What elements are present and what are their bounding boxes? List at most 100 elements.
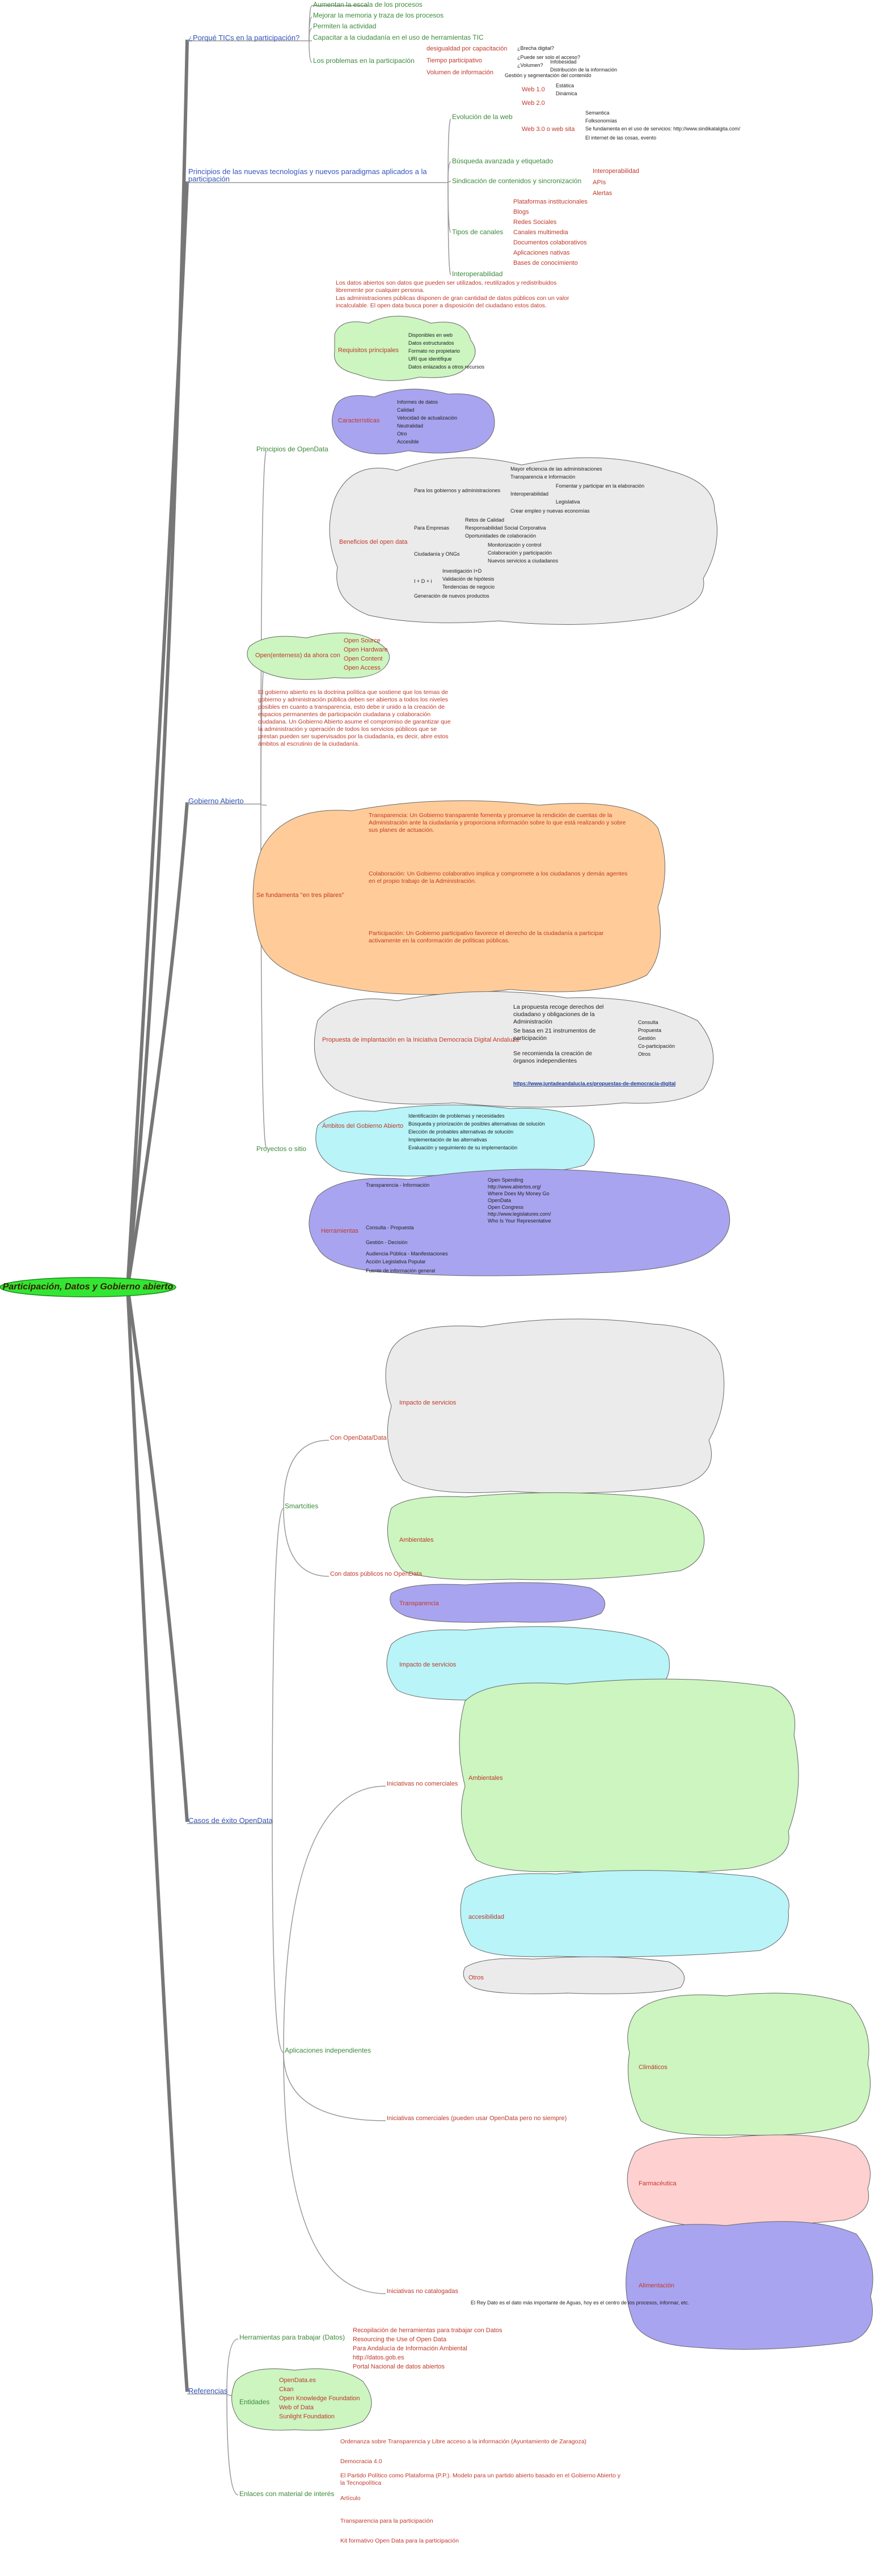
channel-item[interactable]: Aplicaciones nativas	[513, 249, 570, 256]
channel-item[interactable]: Bases de conocimiento	[513, 260, 578, 267]
web-version[interactable]: Web 2.0	[522, 100, 545, 107]
tool-link[interactable]: Open Congress	[488, 1204, 524, 1210]
why-tics-item[interactable]: Capacitar a la ciudadanía en el uso de h…	[313, 33, 484, 41]
problem-item[interactable]: desigualdad por capacitación	[426, 45, 508, 52]
channel-item[interactable]: Canales multimedia	[513, 229, 568, 236]
refs-docs-label[interactable]: Enlaces con material de interés	[239, 2490, 335, 2498]
cloud-label-ambientales[interactable]: Ambientales	[399, 1537, 434, 1543]
refs-doc-item[interactable]: Democracia 4.0	[340, 2458, 382, 2465]
cloud-label-impacto-2[interactable]: Impacto de servicios	[399, 1661, 457, 1668]
cloud-label-otros[interactable]: Otros	[468, 1974, 484, 1981]
cloud-label-accesibilidad[interactable]: accesibilidad	[468, 1914, 504, 1921]
branch-open-gov[interactable]: Gobierno Abierto	[188, 797, 244, 805]
refs-entity-item[interactable]: Sunlight Foundation	[279, 2413, 335, 2420]
principle-item[interactable]: Búsqueda avanzada y etiquetado	[452, 157, 554, 165]
cloud-label-climaticos[interactable]: Climáticos	[639, 2064, 668, 2071]
why-tics-item[interactable]: Los problemas en la participación	[313, 57, 415, 65]
api-item[interactable]: Interoperabilidad	[593, 168, 639, 175]
branch-refs[interactable]: Referencias	[188, 2387, 228, 2395]
smartcities-label[interactable]: Smartcities	[285, 1502, 319, 1510]
refs-doc-item[interactable]: El Partido Político como Plataforma (P.P…	[340, 2472, 620, 2486]
tool-link[interactable]: Where Does My Money Go	[488, 1191, 550, 1196]
cloud-label-ambitos[interactable]: Ámbitos del Gobierno Abierto	[322, 1123, 404, 1130]
tool-link[interactable]: OpenData	[488, 1198, 512, 1203]
cloud-label-alimentacion[interactable]: Alimentación	[639, 2282, 674, 2289]
cloud-label-farmaceutica[interactable]: Farmacéutica	[639, 2180, 677, 2187]
channel-item[interactable]: Documentos colaborativos	[513, 239, 587, 246]
channel-item[interactable]: Blogs	[513, 209, 529, 215]
branch-cases[interactable]: Casos de éxito OpenData	[188, 1816, 273, 1825]
apps-label[interactable]: Aplicaciones independientes	[285, 2046, 371, 2054]
examples-label[interactable]: Proyectos o sitio	[256, 1145, 307, 1153]
web-version[interactable]: Web 3.0 o web sita	[522, 126, 575, 133]
channel-item[interactable]: Redes Sociales	[513, 219, 557, 226]
tool-link[interactable]: Who Is Your Representative	[488, 1218, 551, 1224]
branch-why-tics[interactable]: ¿Porqué TICs en la participación?	[188, 33, 300, 42]
problem-item[interactable]: Volumen de información	[426, 69, 494, 76]
refs-entity-item[interactable]: Open Knowledge Foundation	[279, 2395, 360, 2402]
beneficio-detail: Investigación I+D	[442, 568, 482, 574]
problem-detail: Infobesidad	[550, 59, 577, 65]
open-item[interactable]: Open Content	[344, 655, 383, 662]
refs-doc-item[interactable]: Kit formativo Open Data para la particip…	[340, 2537, 459, 2544]
principle-item[interactable]: Sindicación de contenidos y sincronizaci…	[452, 177, 582, 185]
api-item[interactable]: Alertas	[593, 190, 613, 197]
refs-doc-item[interactable]: Transparencia para la participación	[340, 2518, 433, 2524]
refs-entity-item[interactable]: OpenData.es	[279, 2377, 316, 2384]
principle-item[interactable]: Tipos de canales	[452, 228, 504, 236]
open-item[interactable]: Open Access	[344, 665, 381, 671]
why-tics-item[interactable]: Mejorar la memoria y traza de los proces…	[313, 11, 444, 19]
web-detail: El internet de las cosas, evento	[585, 135, 657, 141]
why-tics-item[interactable]: Permiten la actividad	[313, 22, 377, 30]
refs-entity-item[interactable]: Ckan	[279, 2386, 294, 2393]
open-item[interactable]: Open Source	[344, 637, 381, 644]
beneficio-detail: Monitorización y control	[488, 542, 542, 548]
principios-opendata[interactable]: Principios de OpenData	[256, 445, 328, 453]
problem-item[interactable]: Tiempo participativo	[426, 57, 483, 64]
api-item[interactable]: APIs	[593, 179, 606, 186]
principle-item[interactable]: Interoperabilidad	[452, 270, 503, 278]
refs-tool-item[interactable]: Para Andalucía de Información Ambiental	[353, 2345, 467, 2352]
refs-tool-item[interactable]: Recopilación de herramientas para trabaj…	[353, 2327, 502, 2334]
why-tics-item[interactable]: Aumentan la escala de los procesos	[313, 1, 423, 9]
apps-sub-label[interactable]: Iniciativas no comerciales	[387, 1780, 458, 1787]
opendata-cases-label[interactable]: Con OpenData/Data	[330, 1435, 387, 1441]
open-item[interactable]: Open Hardware	[344, 646, 388, 653]
tool-link[interactable]: Open Spending	[488, 1177, 523, 1183]
foundations-label[interactable]: Se fundamenta "en tres pilares"	[256, 892, 344, 899]
ambito-item: Implementación de las alternativas	[408, 1137, 487, 1143]
tool-link[interactable]: http://www.abiertos.org/	[488, 1184, 542, 1190]
refs-doc-item[interactable]: Artículo	[340, 2495, 361, 2502]
openness-label[interactable]: Open(enterness) da ahora con	[255, 652, 340, 659]
public-data-label[interactable]: Con datos públicos no OpenData	[330, 1571, 423, 1577]
cloud-label-beneficios[interactable]: Beneficios del open data	[339, 539, 408, 545]
refs-entities-label[interactable]: Entidades	[239, 2398, 270, 2406]
apps-sub-label[interactable]: Iniciativas comerciales (pueden usar Ope…	[387, 2115, 567, 2122]
refs-entity-item[interactable]: Web of Data	[279, 2404, 314, 2411]
channel-item[interactable]: Plataformas institucionales	[513, 198, 588, 205]
principle-evolution[interactable]: Evolución de la web	[452, 113, 513, 121]
caracteristica-item: Accesible	[397, 439, 419, 445]
web-version[interactable]: Web 1.0	[522, 86, 545, 93]
refs-tool-item[interactable]: Portal Nacional de datos abiertos	[353, 2363, 445, 2370]
tool-link[interactable]: http://www.legislatures.com/	[488, 1211, 551, 1217]
refs-tool-item[interactable]: Resourcing the Use of Open Data	[353, 2336, 447, 2343]
cloud-label-impacto[interactable]: Impacto de servicios	[399, 1399, 457, 1406]
cloud-beneficios	[329, 457, 717, 625]
project-link[interactable]: https://www.juntadeandalucia.es/propuest…	[513, 1081, 676, 1086]
refs-tool-item[interactable]: http://datos.gob.es	[353, 2354, 404, 2361]
tool-item: Gestión - Decisión	[366, 1240, 408, 1245]
refs-tools-label[interactable]: Herramientas para trabajar (Datos)	[239, 2333, 345, 2341]
cloud-label-herramientas[interactable]: Herramientas	[321, 1228, 359, 1234]
root-node[interactable]: Participación, Datos y Gobierno abierto	[2, 1282, 174, 1292]
cloud-label-caracteristicas[interactable]: Características	[338, 417, 380, 424]
cloud-label-transparencia[interactable]: Transparencia	[399, 1600, 439, 1607]
beneficio-group: Para los gobiernos y administraciones	[414, 488, 501, 493]
apps-sub-label[interactable]: Iniciativas no catalogadas	[387, 2288, 458, 2295]
cloud-label-ambientales-2[interactable]: Ambientales	[468, 1775, 503, 1782]
project-label[interactable]: Propuesta de implantación en la Iniciati…	[322, 1037, 519, 1043]
cloud-project	[314, 991, 714, 1107]
cloud-label-requisitos[interactable]: Requisitos principales	[338, 347, 399, 354]
branch-principles[interactable]: Principios de las nuevas tecnologías y n…	[188, 167, 427, 183]
refs-doc-item[interactable]: Ordenanza sobre Transparencia y Libre ac…	[340, 2438, 587, 2445]
